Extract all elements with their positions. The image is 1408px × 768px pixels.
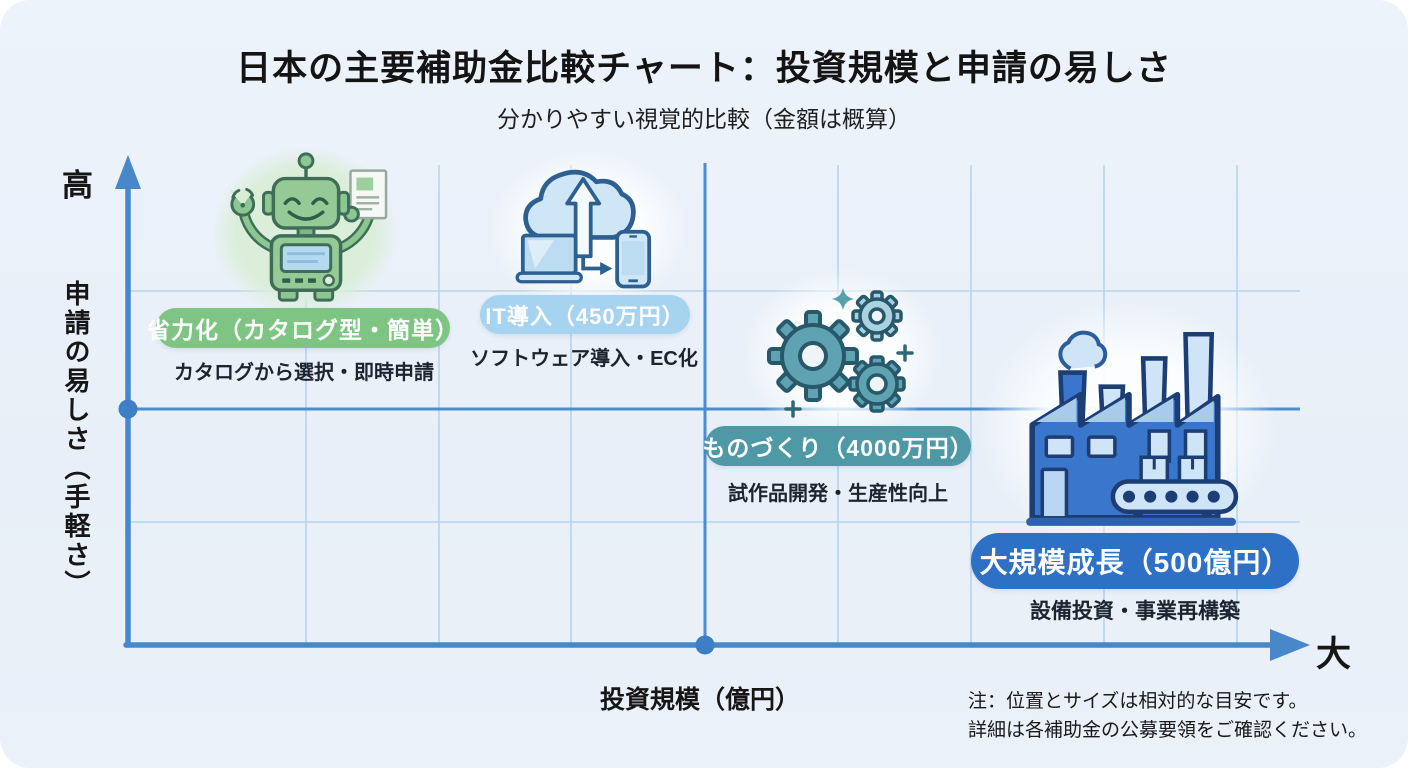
pill-monozukuri: ものづくり（4000万円） [702,426,973,466]
page-title: 日本の主要補助金比較チャート：投資規模と申請の易しさ [236,49,1172,88]
robot-halo [212,146,398,318]
gears-halo [742,268,942,443]
footnote: 注：位置とサイズは相対的な目安です。 詳細は各補助金の公募要領をご確認ください。 [968,687,1367,746]
desc-monozukuri: 試作品開発・生産性向上 [728,483,948,505]
footnote-line-2: 詳細は各補助金の公募要領をご確認ください。 [968,720,1368,742]
y-axis-marker-dot [118,399,138,419]
y-axis-title: 申請の易しさ（手軽さ） [61,280,91,599]
x-axis-large-label: 大 [1316,635,1352,674]
desc-shoryokuka: カタログから選択・即時申請 [174,362,434,384]
pill-it-donyu: IT導入（450万円） [480,295,690,334]
y-axis-arrowhead [115,155,141,189]
page-subtitle: 分かりやすい視覚的比較（金額は概算） [497,106,911,132]
pill-shoryokuka: 省力化（カタログ型・簡単） [147,308,458,348]
footnote-line-1: 注：位置とサイズは相対的な目安です。 [968,691,1308,712]
factory-halo [978,300,1278,555]
y-axis-high-label: 高 [62,168,93,203]
x-axis-title: 投資規模（億円） [599,686,800,714]
desc-it-donyu: ソフトウェア導入・EC化 [470,348,698,370]
x-axis-arrowhead [1270,629,1310,661]
pill-daikibo-seicho: 大規模成長（500億円） [971,533,1299,589]
it-icon-halo [488,148,688,313]
desc-daikibo-seicho: 設備投資・事業再構築 [1030,600,1240,623]
x-axis-marker-dot [695,635,715,655]
